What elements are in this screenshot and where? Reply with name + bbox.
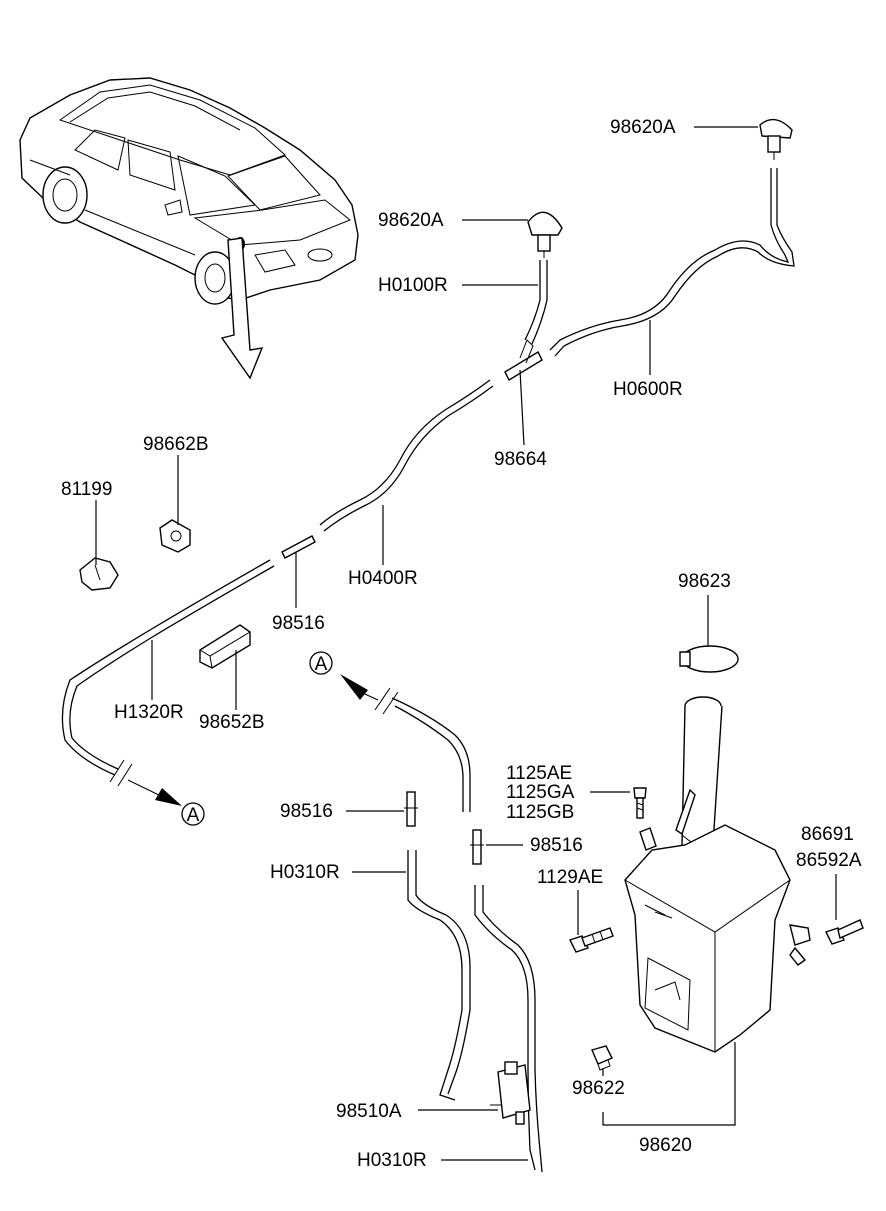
washer-nozzle-top [759,118,793,160]
label-98516-left: 98516 [280,801,333,822]
bolt-86592A [825,919,864,945]
label-81199: 81199 [61,479,112,500]
label-86592A: 86592A [796,850,862,871]
label-98510A: 98510A [336,1101,402,1122]
label-H0100R: H0100R [378,275,448,296]
label-98622: 98622 [572,1078,625,1099]
label-98620A-mid: 98620A [378,210,444,231]
label-98652B: 98652B [199,712,265,733]
label-98662B: 98662B [143,434,209,455]
holder-98652B [199,624,251,669]
reservoir-cap-98623 [679,645,739,673]
label-H0600R: H0600R [613,379,683,400]
bolt-1129AE [569,927,614,953]
washer-reservoir-98620 [624,696,811,1053]
ref-circle-a-lower: A [181,802,205,826]
hose-routing [61,168,795,806]
label-98664: 98664 [494,449,547,470]
ref-a-lower-text: A [187,805,200,826]
label-H0400R: H0400R [348,568,418,589]
bracket-81199 [79,557,119,591]
label-1125GB: 1125GB [506,802,574,823]
label-1125GA: 1125GA [506,782,575,803]
leader-lines [95,126,837,1161]
label-98516-right: 98516 [530,835,583,856]
ref-circle-a-upper: A [309,651,333,675]
washer-nozzle-mid [527,211,563,258]
label-H0310R-upper: H0310R [270,862,340,883]
label-H1320R: H1320R [114,702,184,723]
label-1125AE: 1125AE [506,763,572,784]
ref-a-upper-text: A [315,654,328,675]
label-98620A-top: 98620A [610,117,676,138]
grommet-98622 [591,1045,613,1071]
label-H0310R-lower: H0310R [357,1150,427,1171]
label-98623: 98623 [678,571,731,592]
vehicle-illustration [19,77,359,380]
label-98516-upper: 98516 [272,613,325,634]
label-98620: 98620 [639,1135,692,1156]
label-1129AE: 1129AE [537,867,603,888]
part-labels: 98620A 98620A H0100R H0600R 98664 98662B… [61,117,862,1171]
clip-98662B [159,519,191,553]
bolt-1125 [633,787,647,819]
label-86691: 86691 [801,824,854,845]
lower-hoses [340,674,543,1173]
